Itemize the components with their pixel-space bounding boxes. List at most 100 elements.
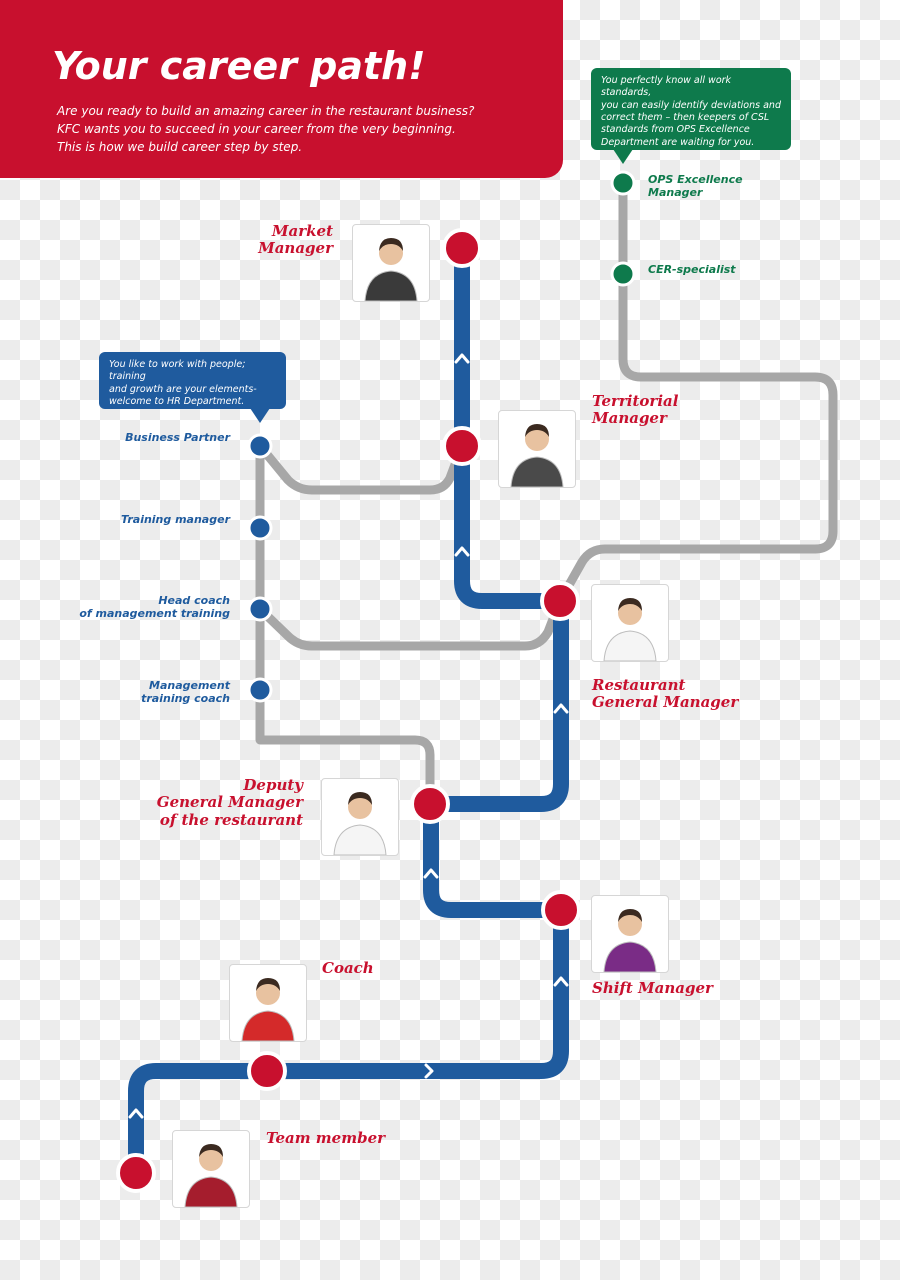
- person-hair: [618, 909, 642, 922]
- chevron-up-icon: [423, 868, 439, 879]
- station-coach: [247, 1051, 287, 1091]
- photo-deputy-general-manager: [321, 778, 399, 856]
- label-line: of the restaurant: [159, 810, 303, 829]
- label-line: Manager: [258, 239, 333, 258]
- label-territorial-manager: Territorial Manager: [592, 392, 679, 428]
- label-line: Manager: [592, 409, 667, 428]
- label-line: General Manager: [592, 693, 739, 712]
- person-body: [603, 630, 657, 661]
- ops-callout: You perfectly know all work standards, y…: [591, 68, 791, 164]
- label-line: training coach: [141, 691, 230, 705]
- ops-stations: [610, 170, 636, 287]
- main-stations: [116, 228, 581, 1193]
- label-line: Deputy: [243, 776, 303, 794]
- person-icon: [603, 598, 657, 661]
- person-head: [618, 601, 642, 625]
- photo-territorial-manager: [498, 410, 576, 488]
- station-head-coach: [247, 596, 273, 622]
- label-line: Team member: [266, 1129, 386, 1147]
- label-management-training-coach: Management training coach: [141, 679, 230, 705]
- label-deputy-general-manager: Deputy General Manager of the restaurant: [156, 776, 303, 829]
- label-line: Shift Manager: [592, 979, 713, 997]
- station-territorial-manager: [442, 426, 482, 466]
- hr-branch-spine: [255, 441, 435, 809]
- label-line: Head coach: [158, 594, 230, 607]
- station-deputy-general-manager: [410, 784, 450, 824]
- label-line: Training manager: [121, 513, 230, 526]
- intro-line-2: KFC wants you to succeed in your career …: [57, 122, 456, 136]
- station-management-training-coach: [247, 677, 273, 703]
- person-body: [364, 270, 418, 301]
- direction-chevrons: [128, 353, 569, 1119]
- hr-callout-line-2: and growth are your elements-: [109, 383, 257, 395]
- photo-team-member: [172, 1130, 250, 1208]
- label-line: Restaurant: [592, 676, 686, 694]
- photo-market-manager: [352, 224, 430, 302]
- person-head: [256, 981, 280, 1005]
- person-hair: [379, 238, 403, 251]
- chevron-right-icon: [424, 1063, 434, 1079]
- header-banner: Your career path! Are you ready to build…: [0, 0, 563, 178]
- ops-branch-lines: [555, 178, 838, 606]
- person-hair: [199, 1144, 223, 1157]
- person-icon: [364, 238, 418, 301]
- label-line: Manager: [648, 185, 703, 199]
- callout-pointer: [250, 408, 270, 423]
- hr-branch-to-rgm: [255, 596, 565, 651]
- person-head: [618, 912, 642, 936]
- ops-callout-line-1: You perfectly know all work standards,: [601, 75, 732, 99]
- label-line: Business Partner: [125, 431, 230, 444]
- intro-line-3: This is how we build career step by step…: [57, 140, 303, 154]
- label-training-manager: Training manager: [121, 513, 230, 527]
- person-icon: [184, 1144, 238, 1207]
- photo-shift-manager: [591, 895, 669, 973]
- hr-callout: You like to work with people; training a…: [99, 352, 286, 423]
- person-icon: [241, 978, 295, 1041]
- station-restaurant-general-manager: [540, 581, 580, 621]
- chevron-up-icon: [553, 703, 569, 714]
- person-hair: [256, 978, 280, 991]
- label-ops-excellence-manager: OPS Excellence Manager: [648, 173, 743, 199]
- label-head-coach: Head coach of management training: [79, 594, 230, 620]
- chevron-up-icon: [553, 976, 569, 987]
- hr-callout-line-1: You like to work with people; training: [109, 359, 246, 383]
- chevron-up-icon: [454, 546, 470, 557]
- ops-callout-line-3: correct them – then keepers of CSL: [601, 112, 770, 124]
- label-line: General Manager: [156, 793, 303, 812]
- person-head: [199, 1147, 223, 1171]
- person-body: [241, 1010, 295, 1041]
- person-hair: [525, 424, 549, 437]
- label-cer-specialist: CER-specialist: [648, 263, 736, 277]
- label-shift-manager: Shift Manager: [592, 979, 713, 997]
- station-cer-specialist: [610, 261, 636, 287]
- person-hair: [618, 598, 642, 611]
- label-line: Management: [149, 679, 230, 692]
- person-body: [603, 941, 657, 972]
- person-head: [525, 427, 549, 451]
- person-body: [184, 1176, 238, 1207]
- label-restaurant-general-manager: Restaurant General Manager: [592, 676, 739, 712]
- station-market-manager: [442, 228, 482, 268]
- ops-callout-line-5: Department are waiting for you.: [601, 136, 755, 148]
- label-line: CER-specialist: [648, 263, 736, 276]
- photo-restaurant-general-manager: [591, 584, 669, 662]
- label-team-member: Team member: [266, 1129, 386, 1147]
- label-line: Territorial: [592, 392, 679, 410]
- hr-branch-to-territorial: [255, 441, 467, 495]
- ops-callout-line-2: you can easily identify deviations and: [601, 99, 781, 111]
- hr-branch-lines: [255, 441, 565, 809]
- person-head: [379, 241, 403, 265]
- label-line: Coach: [322, 959, 374, 977]
- page-title: Your career path!: [52, 44, 426, 88]
- person-hair: [348, 792, 372, 805]
- ops-branch-line: [555, 178, 838, 606]
- hr-callout-line-3: welcome to HR Department.: [109, 396, 245, 408]
- hr-stations: [247, 433, 273, 703]
- label-market-manager: Market Manager: [258, 222, 333, 258]
- person-icon: [333, 792, 387, 855]
- station-business-partner: [247, 433, 273, 459]
- station-team-member: [116, 1153, 156, 1193]
- person-body: [510, 456, 564, 487]
- ops-callout-line-4: standards from OPS Excellence: [601, 124, 750, 136]
